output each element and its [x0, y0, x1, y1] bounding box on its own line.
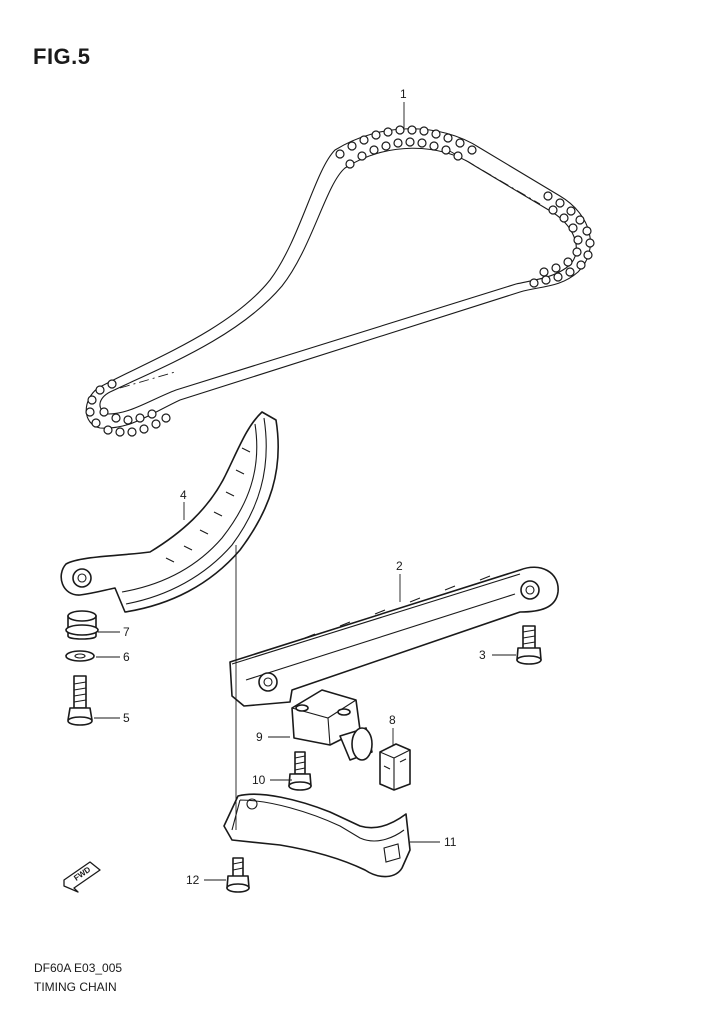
callout-7: 7 — [123, 625, 130, 639]
callout-8: 8 — [389, 713, 396, 727]
leader-lines — [94, 102, 516, 881]
tensioner-adjuster[interactable] — [291, 689, 373, 761]
lower-guide-bracket[interactable] — [223, 793, 411, 878]
guide-bolt-right[interactable] — [516, 625, 542, 665]
chain-links-top — [335, 125, 477, 169]
chain-links-left — [85, 379, 171, 437]
callout-9: 9 — [256, 730, 263, 744]
callout-3: 3 — [479, 648, 486, 662]
chain-guide[interactable] — [229, 566, 559, 707]
adjuster-bolt[interactable] — [288, 751, 312, 791]
chain-links-right — [529, 191, 595, 288]
callout-5: 5 — [123, 711, 130, 725]
callout-12: 12 — [186, 873, 200, 887]
callout-10: 10 — [252, 773, 266, 787]
washer[interactable] — [65, 650, 95, 662]
timing-chain[interactable] — [85, 125, 595, 437]
callout-1: 1 — [400, 87, 407, 101]
figure-code: DF60A E03_005 — [34, 961, 123, 975]
guide-bolt[interactable] — [67, 675, 93, 726]
callout-4: 4 — [180, 488, 187, 502]
figure-title: FIG.5 — [33, 44, 91, 69]
callout-2: 2 — [396, 559, 403, 573]
spacer-collar[interactable] — [65, 610, 99, 640]
callout-6: 6 — [123, 650, 130, 664]
forward-arrow-icon: FWD — [63, 861, 101, 893]
callout-11: 11 — [444, 835, 457, 849]
plunger-shoe[interactable] — [379, 743, 411, 791]
tensioner-guide[interactable] — [60, 411, 279, 613]
bracket-bolt[interactable] — [226, 857, 250, 893]
figure-name: TIMING CHAIN — [34, 980, 117, 994]
